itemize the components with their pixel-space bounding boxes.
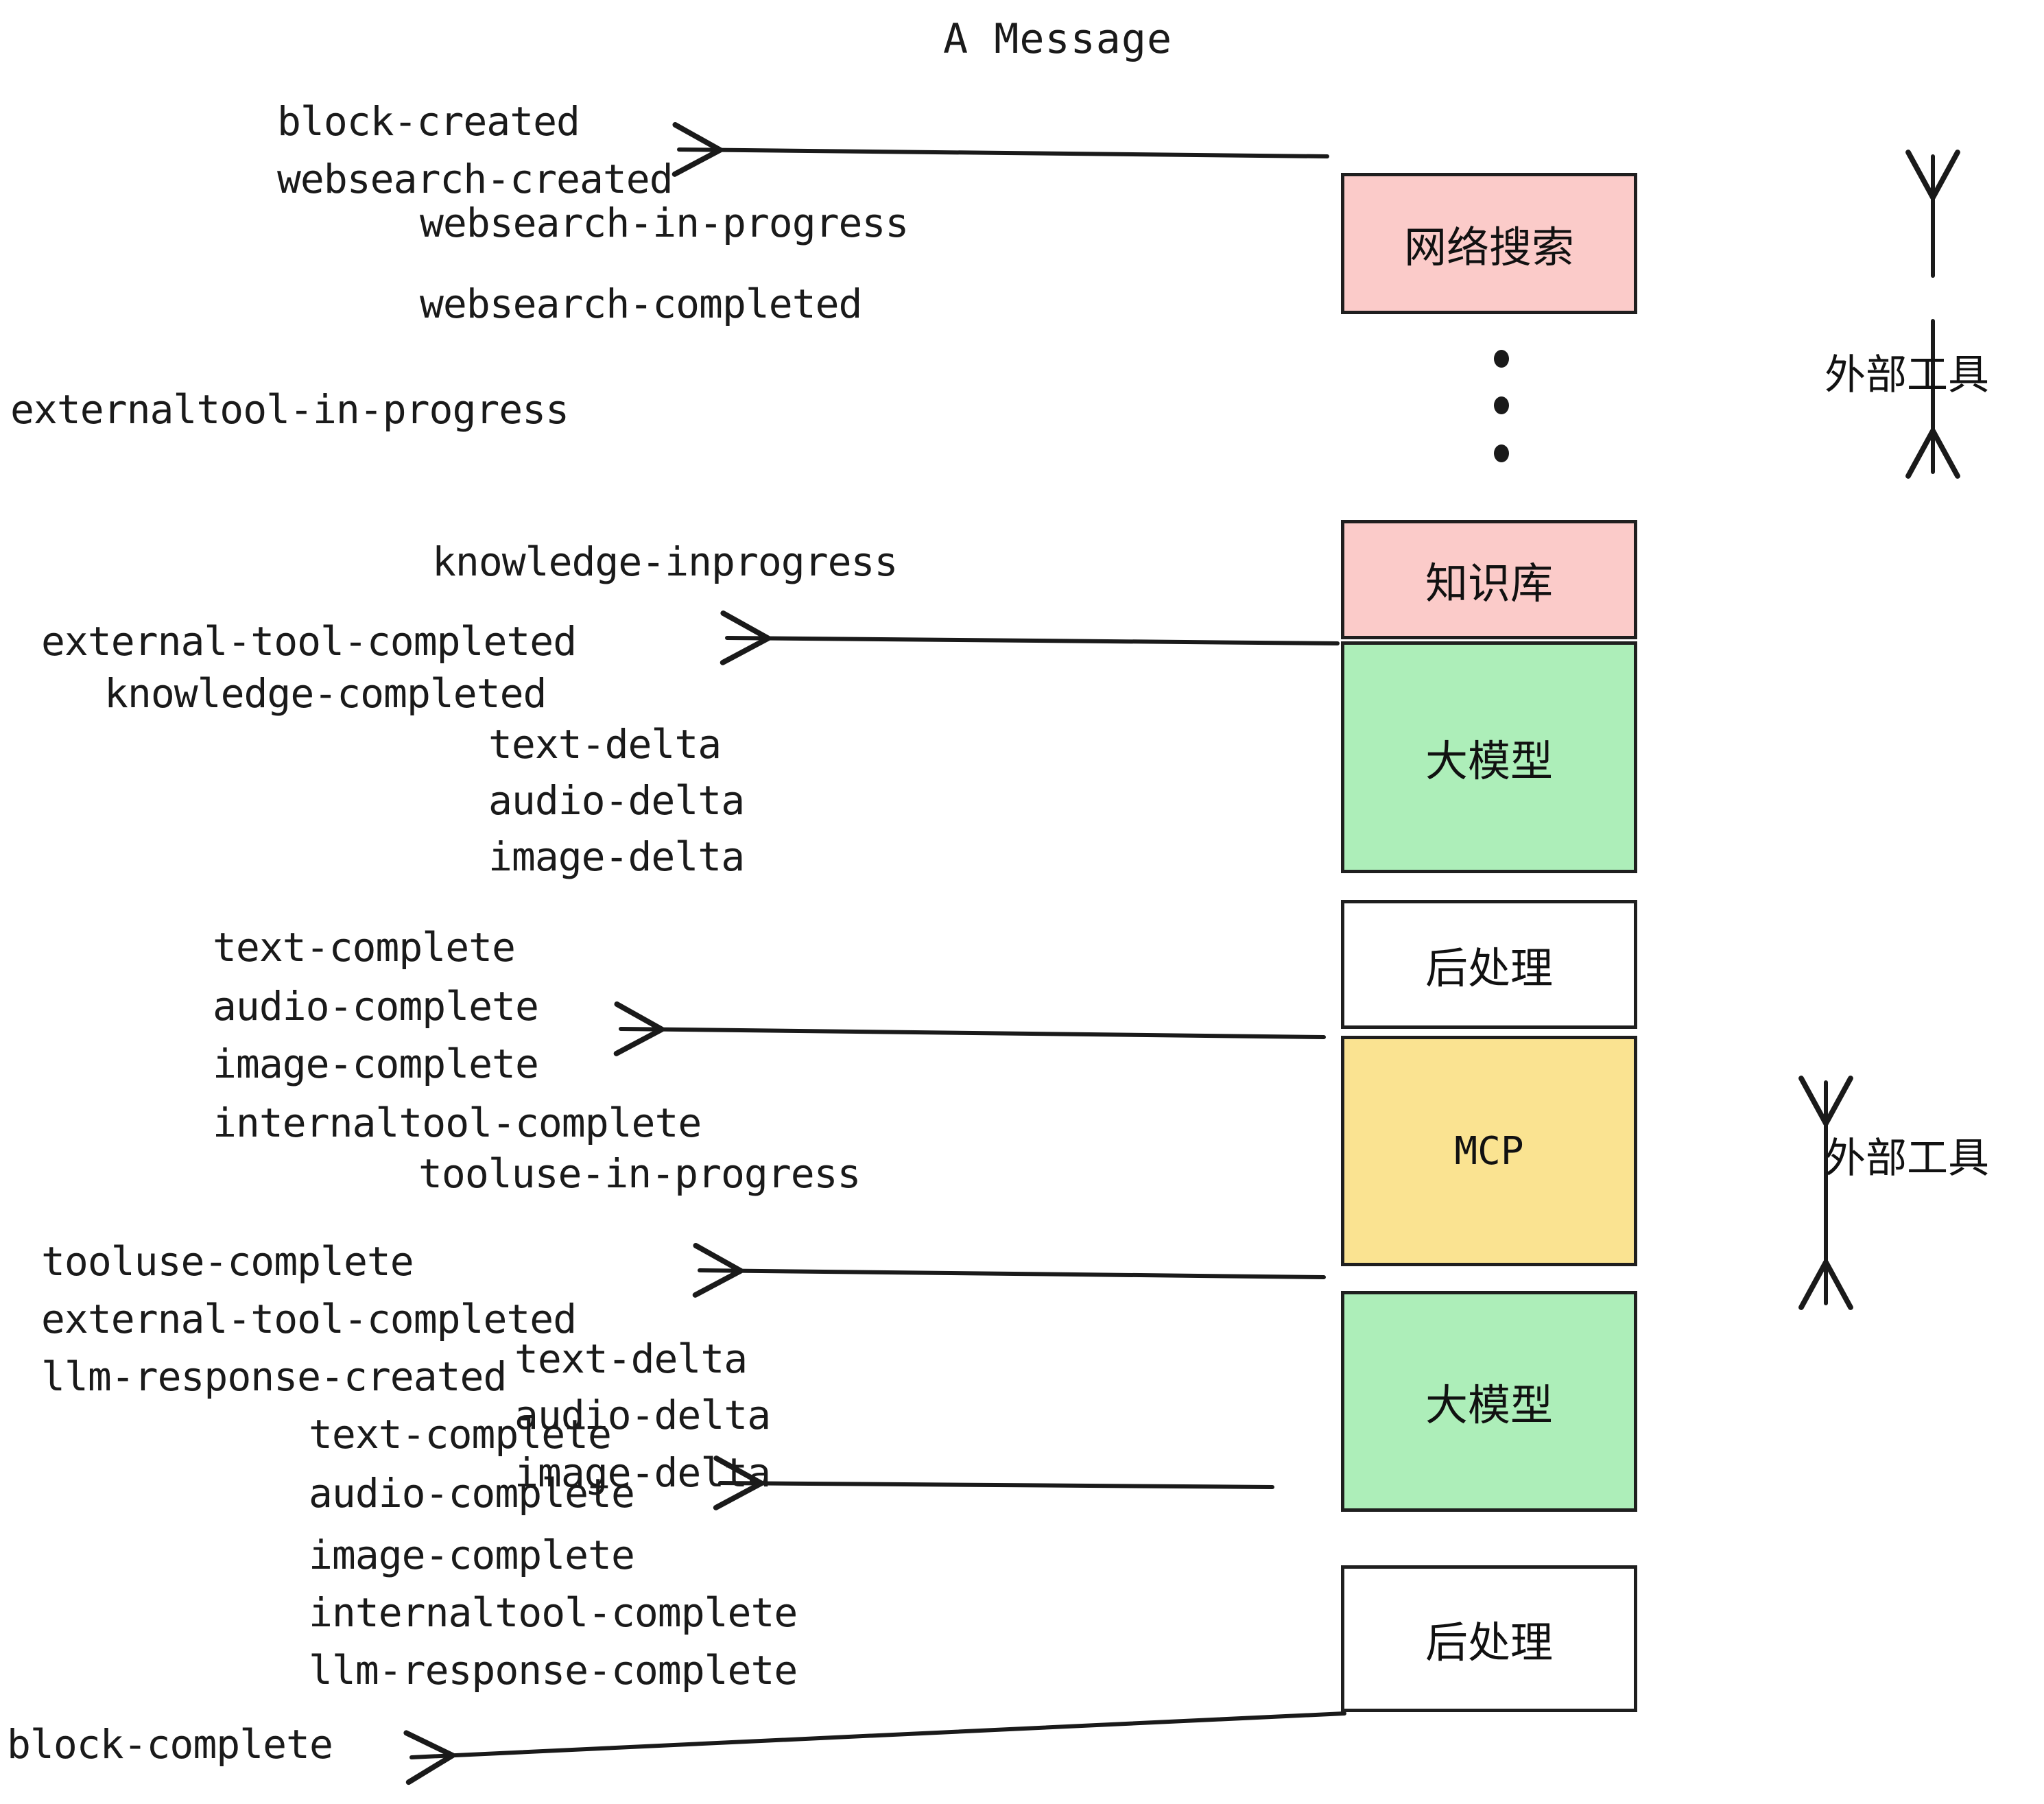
event-label-image-complete-2: image-complete: [309, 1532, 635, 1578]
event-label-llm-response-complete: llm-response-complete: [309, 1647, 798, 1694]
component-box-mcp: MCP: [1341, 1036, 1637, 1266]
event-label-websearch-in-progress: websearch-in-progress: [420, 200, 909, 246]
event-label-websearch-created: websearch-created: [277, 156, 674, 202]
event-label-text-delta-1: text-delta: [488, 721, 722, 768]
event-label-tooluse-in-progress: tooluse-in-progress: [418, 1150, 861, 1197]
event-label-knowledge-completed: knowledge-completed: [104, 670, 547, 717]
event-label-audio-delta-1: audio-delta: [488, 777, 745, 824]
event-label-image-delta-1: image-delta: [488, 833, 745, 880]
event-label-internaltool-complete-2: internaltool-complete: [309, 1589, 798, 1636]
component-box-llm-1: 大模型: [1341, 641, 1637, 873]
page-title: A Message: [943, 15, 1173, 63]
event-label-audio-complete-2: audio-complete: [309, 1470, 635, 1517]
arrow-audio-complete: [713, 1456, 1274, 1510]
side-label-external-tool-bottom: 外部工具: [1825, 1135, 1989, 1183]
event-label-llm-response-created: llm-response-created: [41, 1353, 507, 1400]
ellipsis-dot: [1494, 444, 1509, 462]
event-label-internaltool-complete-1: internaltool-complete: [213, 1100, 702, 1146]
event-label-text-complete-1: text-complete: [213, 924, 516, 971]
arrow-image-complete: [613, 1001, 1326, 1056]
side-label-external-tool-top: 外部工具: [1825, 351, 1989, 399]
event-label-block-created: block-created: [277, 98, 580, 145]
arrow-knowledge-completed: [720, 610, 1340, 665]
event-label-external-tool-completed-2: external-tool-completed: [41, 1296, 577, 1342]
ellipsis-dot: [1494, 350, 1509, 368]
event-label-externaltool-in-progress: externaltool-in-progress: [10, 386, 569, 433]
event-label-external-tool-completed-1: external-tool-completed: [41, 618, 577, 665]
event-label-tooluse-complete: tooluse-complete: [41, 1238, 414, 1285]
event-label-audio-complete-1: audio-complete: [213, 983, 539, 1030]
component-box-websearch: 网络搜索: [1341, 173, 1637, 314]
component-box-llm-2: 大模型: [1341, 1291, 1637, 1512]
arrow-websearch-created: [672, 122, 1329, 177]
component-box-post-2: 后处理: [1341, 1565, 1637, 1712]
arrow-block-complete: [403, 1711, 1346, 1785]
event-label-text-complete-2: text-complete: [309, 1411, 612, 1458]
ellipsis-dot: [1494, 396, 1509, 414]
event-label-websearch-completed: websearch-completed: [420, 281, 862, 327]
flow-arrow-group: [403, 122, 1346, 1785]
arrow-tooluse-complete: [692, 1243, 1326, 1298]
event-label-knowledge-inprogress: knowledge-inprogress: [432, 538, 898, 585]
event-label-image-complete-1: image-complete: [213, 1041, 539, 1087]
event-label-text-delta-2: text-delta: [514, 1336, 748, 1382]
event-label-image-delta-2: image-delta: [514, 1449, 771, 1496]
component-box-post-1: 后处理: [1341, 900, 1637, 1029]
side-arrow-group: [1798, 150, 1960, 1310]
event-label-audio-delta-2: audio-delta: [514, 1392, 771, 1438]
component-box-knowledge: 知识库: [1341, 520, 1637, 639]
event-label-block-complete: block-complete: [7, 1721, 333, 1768]
